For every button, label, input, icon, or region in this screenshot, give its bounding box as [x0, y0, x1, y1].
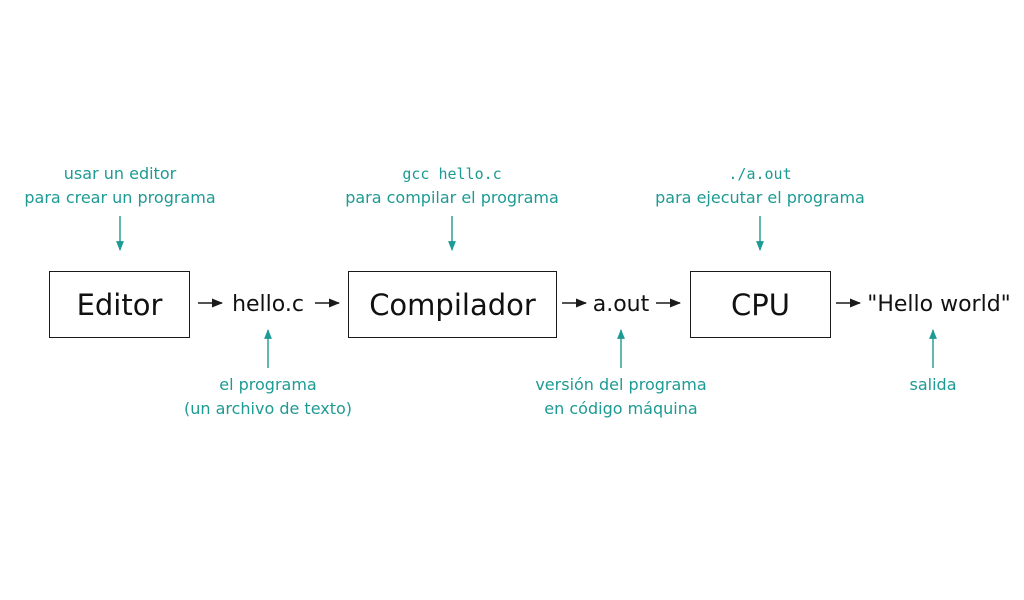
- editor-note-line2: para crear un programa: [24, 188, 216, 207]
- editor-note-line1: usar un editor: [63, 164, 177, 183]
- editor-label: Editor: [76, 287, 163, 322]
- binary-note-line1: versión del programa: [535, 375, 707, 394]
- compiler-note: gcc hello.c para compilar el programa: [345, 162, 559, 210]
- source-note: el programa (un archivo de texto): [184, 373, 352, 421]
- cpu-note: ./a.out para ejecutar el programa: [655, 162, 865, 210]
- output-label: "Hello world": [867, 292, 1011, 317]
- cpu-label: CPU: [731, 287, 790, 322]
- compiler-command: gcc hello.c: [402, 165, 502, 183]
- output-note-line1: salida: [909, 375, 957, 394]
- source-note-line2: (un archivo de texto): [183, 399, 353, 418]
- editor-note: usar un editor para crear un programa: [24, 162, 215, 210]
- binary-note: versión del programa en código máquina: [535, 373, 706, 421]
- cpu-box: CPU: [690, 271, 831, 338]
- compiler-label: Compilador: [369, 287, 536, 322]
- cpu-note-line2: para ejecutar el programa: [655, 188, 865, 207]
- editor-box: Editor: [49, 271, 190, 338]
- source-note-line1: el programa: [219, 375, 317, 394]
- output-note: salida: [910, 373, 957, 397]
- binary-note-line2: en código máquina: [544, 399, 698, 418]
- compiler-note-line2: para compilar el programa: [345, 188, 559, 207]
- source-file-label: hello.c: [232, 292, 304, 317]
- cpu-command: ./a.out: [728, 165, 792, 183]
- compiler-box: Compilador: [348, 271, 557, 338]
- binary-file-label: a.out: [592, 292, 650, 317]
